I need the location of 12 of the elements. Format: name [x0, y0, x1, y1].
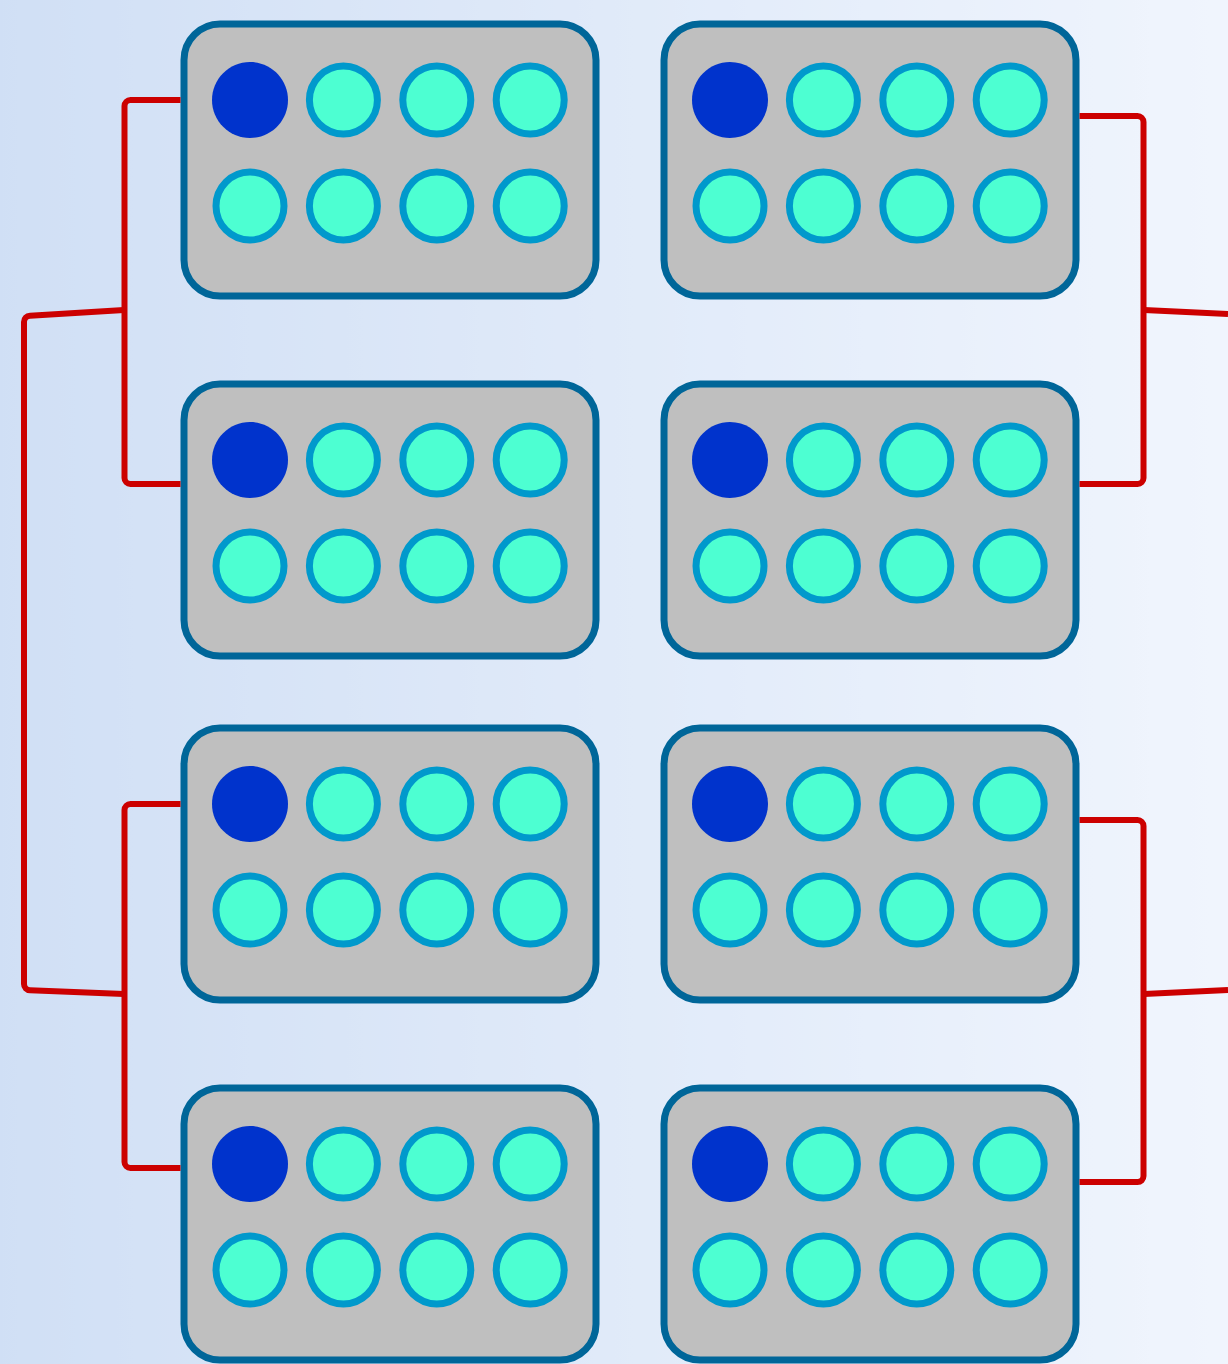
- bracket-line: [1079, 817, 1147, 1185]
- plate-drawing: [180, 20, 600, 300]
- plate-drawing: [180, 724, 600, 1004]
- plate-drawing: [660, 20, 1080, 300]
- bracket-line: [121, 97, 181, 487]
- plate-drawing: [180, 380, 600, 660]
- plate-drawing: [660, 380, 1080, 660]
- plate-drawing: [180, 1084, 600, 1364]
- plate-drawing: [660, 724, 1080, 1004]
- plate-drawing: [660, 1084, 1080, 1364]
- bracket-line: [121, 801, 181, 1171]
- bracket-line: [1079, 113, 1147, 487]
